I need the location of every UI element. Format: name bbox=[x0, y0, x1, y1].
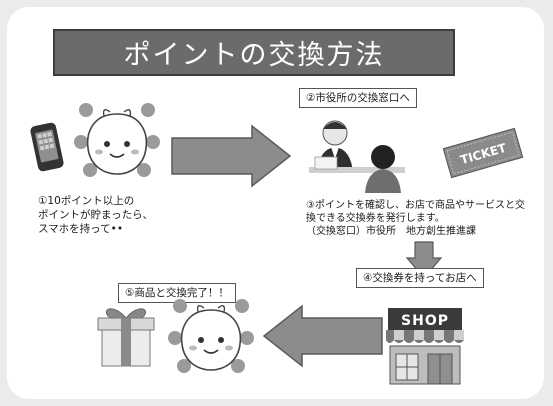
step5-label: ⑤商品と交換完了！！ bbox=[118, 283, 236, 303]
clerk-counter-icon bbox=[309, 120, 405, 193]
shop-icon: SHOP bbox=[386, 308, 464, 385]
step3-line1: ③ポイントを確認し、お店で商品やサービスと交 bbox=[306, 200, 525, 211]
smartphone-icon bbox=[30, 122, 64, 172]
mascot-icon-bottom bbox=[168, 299, 254, 373]
step3-line2: 換できる交換券を発行します。 bbox=[306, 213, 445, 224]
mascot-icon bbox=[74, 103, 160, 177]
page-title: ポイントの交換方法 bbox=[53, 29, 455, 76]
arrow-left bbox=[262, 304, 383, 368]
step3-text: ③ポイントを確認し、お店で商品やサービスと交 換できる交換券を発行します。 （交… bbox=[306, 199, 525, 238]
gift-icon bbox=[97, 308, 155, 367]
step1-line1: ①10ポイント以上の bbox=[38, 195, 135, 207]
step4-label: ④交換券を持ってお店へ bbox=[356, 268, 484, 288]
arrow-right bbox=[171, 124, 292, 188]
step1-line2: ポイントが貯まったら、 bbox=[38, 209, 154, 221]
shop-sign: SHOP bbox=[401, 313, 449, 329]
step1-line3: スマホを持って•• bbox=[38, 223, 124, 235]
step2-label: ②市役所の交換窓口へ bbox=[299, 88, 417, 108]
step1-text: ①10ポイント以上の ポイントが貯まったら、 スマホを持って•• bbox=[38, 194, 153, 236]
step3-line3: （交換窓口）市役所 地方創生推進課 bbox=[306, 226, 476, 237]
ticket-icon: TICKET bbox=[442, 127, 524, 179]
